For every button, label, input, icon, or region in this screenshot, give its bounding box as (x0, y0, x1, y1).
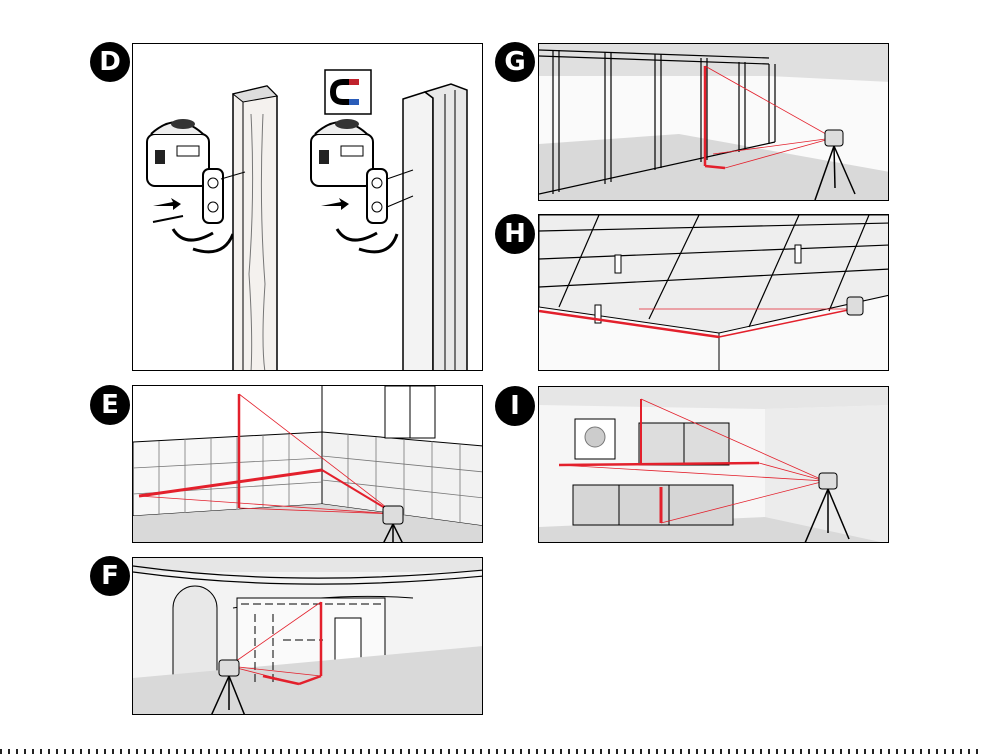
figure-d-panel (132, 43, 483, 371)
figure-i-illustration (539, 387, 889, 543)
figure-f-panel (132, 557, 483, 715)
ceiling (133, 558, 483, 572)
steel-beam-icon (387, 84, 467, 371)
hanger-wire (795, 245, 801, 263)
figure-label-d: D (90, 42, 130, 82)
arrow-icon (153, 198, 181, 210)
laser-level-icon (847, 297, 863, 315)
figure-d-illustration (133, 44, 483, 371)
arrow-icon (321, 198, 349, 210)
base-cabinet (573, 485, 733, 525)
figure-g-panel (538, 43, 889, 201)
figure-label-i: I (495, 386, 535, 426)
figure-label-f: F (90, 556, 130, 596)
wooden-post-icon (221, 86, 277, 371)
tripod-icon (383, 506, 403, 543)
figure-i-panel (538, 386, 889, 543)
figure-h-panel (538, 214, 889, 371)
rotate-arrow-icon (193, 234, 233, 252)
screw-icon (153, 216, 183, 222)
print-registration-marks (0, 749, 982, 754)
laser-level-icon (311, 119, 373, 186)
figure-label-g: G (495, 42, 535, 82)
laser-level-icon (147, 119, 209, 186)
figure-f-illustration (133, 558, 483, 715)
figure-g-illustration (539, 44, 889, 201)
magnet-icon (325, 70, 371, 114)
ceiling (539, 387, 889, 409)
figure-label-h: H (495, 214, 535, 254)
figure-label-e: E (90, 385, 130, 425)
hanger-wire (615, 255, 621, 273)
figure-h-illustration (539, 215, 889, 371)
figure-e-illustration (133, 386, 483, 543)
rotate-arrow-icon (359, 234, 397, 252)
figure-e-panel (132, 385, 483, 543)
